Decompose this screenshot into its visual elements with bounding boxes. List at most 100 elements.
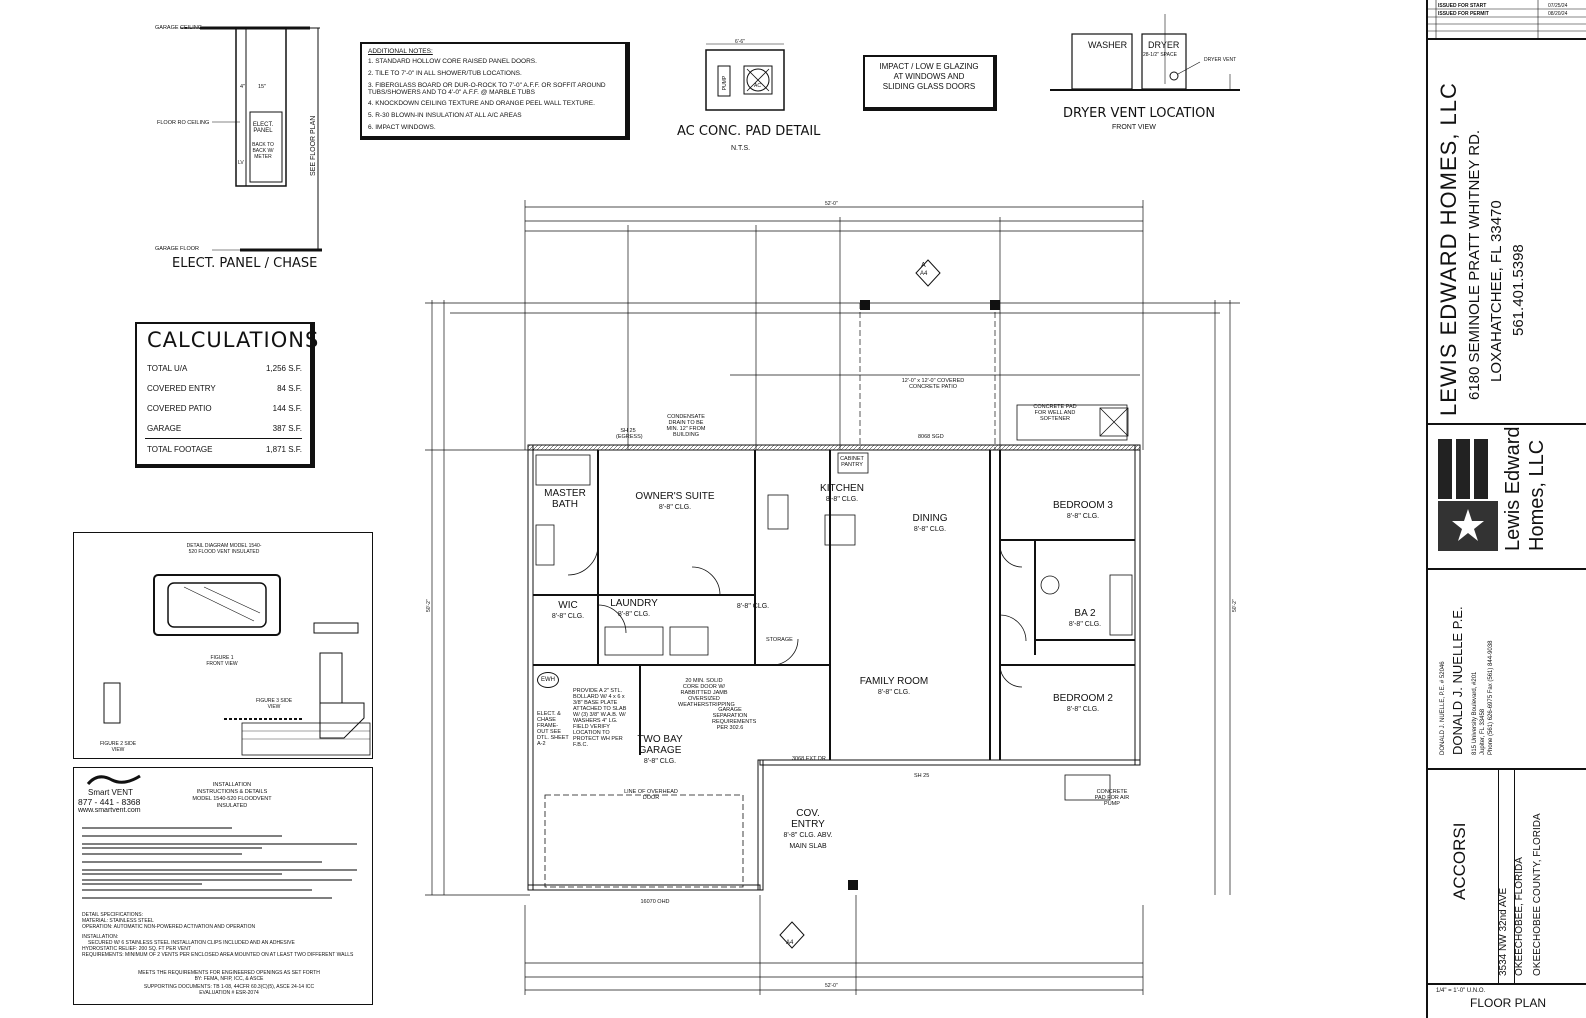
install-2: HYDROSTATIC RELIEF: 200 SQ. FT PER VENT: [82, 946, 191, 952]
concrete-pad-air: CONCRETE PAD FOR AIR PUMP: [1094, 789, 1130, 807]
calc-value: 84 S.F.: [277, 383, 302, 393]
logo-section: Lewis Edward Homes, LLC: [1428, 425, 1586, 570]
elect-panel-label: ELECT. PANEL: [252, 122, 274, 134]
room-hall: 8'-8" CLG.: [728, 601, 778, 612]
smart-vent-heading: INSTALLATION INSTRUCTIONS & DETAILS MODE…: [192, 782, 272, 809]
logo-text-line2: Homes, LLC: [1526, 439, 1548, 551]
back-to-back-label: BACK TO BACK W/ METER: [252, 142, 274, 160]
meets-requirements: MEETS THE REQUIREMENTS FOR ENGINEERED OP…: [138, 970, 320, 982]
room-clg: 8'-8" CLG.: [1066, 706, 1100, 713]
room-name: FAMILY ROOM: [859, 676, 929, 687]
section-marker-a: A: [921, 262, 926, 269]
room-dining: DINING 8'-8" CLG.: [900, 513, 960, 535]
room-bedroom-2: BEDROOM 2 8'-8" CLG.: [1045, 693, 1121, 715]
install-3: REQUIREMENTS: MINIMUM OF 2 VENTS PER ENC…: [82, 952, 354, 958]
calc-row: COVERED ENTRY 84 S.F.: [137, 378, 310, 398]
ewh-label: EWH: [537, 672, 559, 688]
side-view2-label: FIGURE 2 SIDE VIEW: [99, 741, 137, 753]
dryer-label: DRYER: [1148, 40, 1180, 50]
note-item: 3. FIBERGLASS BOARD OR DUR-O-ROCK TO 7'-…: [368, 82, 606, 96]
room-ba-2: BA 2 8'-8" CLG.: [1060, 608, 1110, 630]
room-clg: 8'-8" CLG.: [551, 613, 585, 620]
engineer-small: DONALD J. NUELLE, P.E. # 52046: [1440, 661, 1446, 755]
issued-start-label: ISSUED FOR START: [1438, 3, 1487, 9]
sheet-title: FLOOR PLAN: [1470, 996, 1547, 1010]
spec-title: DETAIL SPECIFICATIONS:: [82, 912, 144, 918]
room-family-room: FAMILY ROOM 8'-8" CLG.: [846, 676, 942, 698]
calc-label: COVERED PATIO: [147, 403, 212, 413]
room-name: COV. ENTRY: [791, 808, 825, 830]
calc-value: 387 S.F.: [272, 423, 302, 433]
overall-dim-top: 52'-0": [825, 201, 838, 207]
room-clg: 8'-8" CLG.: [1066, 513, 1100, 520]
logo-text-line1: Lewis Edward: [1502, 426, 1524, 551]
overall-dim-right: 50'-2": [1232, 599, 1238, 612]
ac-label: AC: [754, 83, 761, 89]
dryer-vent-title: DRYER VENT LOCATION: [1063, 106, 1216, 121]
note-item: 5. R-30 BLOWN-IN INSULATION AT ALL A/C A…: [368, 112, 522, 119]
ac-pad-drawing: [705, 43, 785, 111]
calc-value: 1,256 S.F.: [265, 363, 302, 373]
impact-glazing-note: IMPACT / LOW E GLAZING AT WINDOWS AND SL…: [863, 55, 997, 111]
room-name: OWNER'S SUITE: [635, 491, 715, 502]
smart-vent-instructions: Smart VENT 877 - 441 - 8368 www.smartven…: [73, 767, 373, 1005]
smart-vent-phone: 877 - 441 - 8368: [78, 797, 141, 807]
scale-note: 1/4" = 1'-0" U.N.O.: [1436, 988, 1486, 994]
project-address-1: 3534 NW 32nd AVE: [1498, 887, 1509, 976]
company-address-1: 6180 SEMINOLE PRATT WHITNEY RD.: [1466, 129, 1483, 400]
room-name: LAUNDRY: [610, 598, 658, 609]
instruction-text-lines: [82, 827, 357, 899]
bollard-note: PROVIDE A 2" STL. BOLLARD W/ 4 x 6 x 3/8…: [573, 688, 627, 748]
notes-heading: ADDITIONAL NOTES:: [368, 48, 433, 55]
ac-pad-title: AC CONC. PAD DETAIL: [677, 124, 821, 139]
engineer-address: 815 University Boulevard, #201: [1472, 671, 1478, 755]
dim-15: 15": [258, 84, 267, 90]
room-name: MASTER BATH: [544, 488, 586, 510]
dryer-space-label: 28-1/2" SPACE: [1143, 52, 1177, 58]
room-master-bath: MASTER BATH: [535, 488, 595, 510]
engineer-section: DONALD J. NUELLE, P.E. # 52046 DONALD J.…: [1428, 570, 1586, 770]
ac-pad-dim: 6'-6": [735, 39, 745, 45]
engineer-city: Jupiter, FL 33458: [1480, 708, 1486, 755]
garage-ceiling-label: GARAGE CEILING: [155, 25, 203, 31]
overall-dim-left: 50'-2": [426, 599, 432, 612]
room-clg: 8'-8" CLG.: [643, 758, 677, 765]
engineer-name: DONALD J. NUELLE P.E.: [1450, 606, 1465, 755]
additional-notes: ADDITIONAL NOTES: 1. STANDARD HOLLOW COR…: [360, 42, 630, 140]
sgd-label: 8068 SGD: [918, 434, 944, 440]
room-garage: TWO BAY GARAGE 8'-8" CLG.: [630, 734, 690, 767]
room-clg: 8'-8" CLG.: [877, 689, 911, 696]
garage-floor-label: GARAGE FLOOR: [155, 246, 200, 252]
company-name: LEWIS EDWARD HOMES, LLC: [1436, 82, 1461, 416]
solid-core-door-note: 20 MIN. SOLID CORE DOOR W/ RABBITTED JAM…: [678, 678, 735, 708]
window-sh25: SH 25: [914, 773, 930, 779]
install-title: INSTALLATION:: [82, 934, 119, 940]
supporting-docs: SUPPORTING DOCUMENTS: TB 1-08, 44CFR 60.…: [143, 984, 315, 996]
project-address-3: OKEECHOBEE COUNTY, FLORIDA: [1532, 813, 1543, 976]
room-name: TWO BAY GARAGE: [637, 734, 683, 756]
room-name: WIC: [558, 600, 578, 611]
window-sh25-egress: SH 25 (EGRESS): [616, 428, 643, 440]
section-marker-a4-bottom: A4: [786, 940, 794, 946]
room-name: DINING: [912, 513, 948, 524]
garage-door-label: 16070 OHD: [640, 899, 670, 905]
smart-vent-brand: Smart VENT: [88, 788, 133, 797]
room-clg: 8'-8" CLG.: [617, 611, 651, 618]
garage-separation-note: GARAGE SEPARATION REQUIREMENTS PER 302.6: [712, 707, 757, 731]
ac-pad-sub: N.T.S.: [731, 145, 751, 152]
calc-label: COVERED ENTRY: [147, 383, 216, 393]
notes-list: 1. STANDARD HOLLOW CORE RAISED PANEL DOO…: [368, 56, 619, 134]
side-view-label: FIGURE 3 SIDE VIEW: [255, 698, 293, 710]
flood-vent-detail-diagram: DETAIL DIAGRAM MODEL 1540-520 FLOOD VENT…: [73, 532, 373, 759]
room-name: BA 2: [1074, 608, 1096, 619]
room-name: BEDROOM 2: [1052, 693, 1113, 704]
room-clg: 8'-8" CLG.: [658, 504, 692, 511]
room-kitchen: KITCHEN 8'-8" CLG.: [812, 483, 872, 505]
spec-1: MATERIAL: STAINLESS STEEL: [82, 918, 154, 924]
room-storage: STORAGE: [766, 637, 793, 643]
company-logo-icon: [1438, 439, 1498, 551]
